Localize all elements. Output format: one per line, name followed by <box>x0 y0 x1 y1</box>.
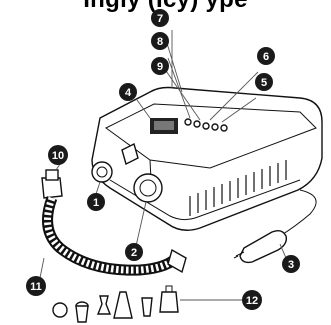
callout-5: 5 <box>255 73 273 91</box>
svg-text:4: 4 <box>125 87 132 99</box>
hose-assembly <box>41 169 187 276</box>
svg-text:12: 12 <box>246 295 258 307</box>
callout-4: 4 <box>119 83 137 101</box>
callout-8: 8 <box>151 32 169 50</box>
inlet-port-shape <box>133 173 163 203</box>
button-shape <box>211 123 219 131</box>
button-shape <box>193 120 201 128</box>
callout-10: 10 <box>48 145 68 165</box>
svg-text:2: 2 <box>131 247 137 259</box>
pump-body <box>91 86 323 231</box>
callout-1: 1 <box>87 193 105 211</box>
leader-lines <box>39 30 287 301</box>
button-shape <box>202 122 210 130</box>
nozzle-adapters <box>52 285 179 323</box>
svg-text:1: 1 <box>93 197 99 209</box>
car-plug-assembly <box>233 189 317 264</box>
callout-11: 11 <box>26 276 46 296</box>
svg-text:10: 10 <box>52 150 64 162</box>
page-title: Ingly (Icy) ype <box>0 0 331 14</box>
svg-text:8: 8 <box>157 36 163 48</box>
callout-7: 7 <box>151 9 169 27</box>
svg-text:9: 9 <box>157 61 163 73</box>
callout-2: 2 <box>125 243 143 261</box>
callout-9: 9 <box>151 57 169 75</box>
outlet-port-shape <box>91 161 113 183</box>
svg-text:7: 7 <box>157 13 163 25</box>
button-shape <box>184 118 192 126</box>
svg-text:6: 6 <box>263 51 269 63</box>
callout-3: 3 <box>282 255 300 273</box>
callout-6: 6 <box>257 47 275 65</box>
callout-12: 12 <box>242 290 262 310</box>
svg-text:11: 11 <box>30 281 42 293</box>
svg-text:3: 3 <box>288 259 294 271</box>
button-shape <box>220 124 228 132</box>
svg-text:5: 5 <box>261 77 267 89</box>
